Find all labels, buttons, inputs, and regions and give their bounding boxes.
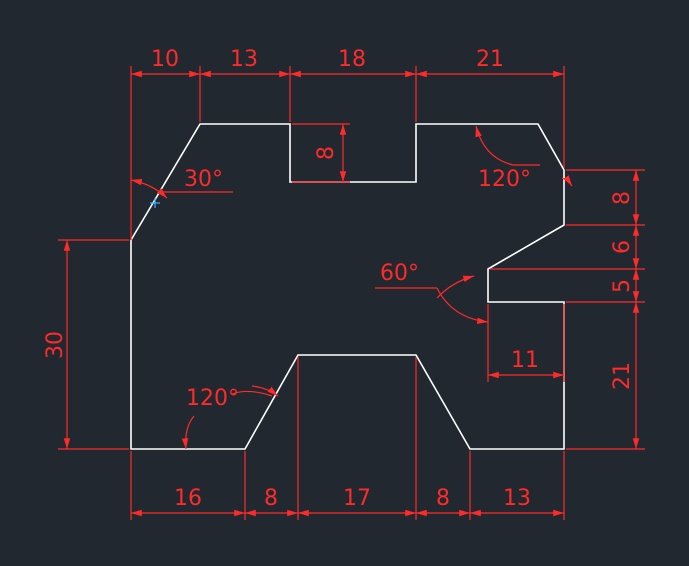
dim-bottom-4: 8 (436, 486, 450, 511)
dim-right-1: 8 (610, 191, 635, 205)
angle-label-120-bottom: 120° (186, 386, 239, 411)
dim-right-3: 5 (610, 279, 635, 293)
dim-inner-notch: 11 (511, 348, 539, 373)
dim-top-4: 21 (476, 47, 504, 72)
angle-arc-120-top-end (561, 175, 573, 187)
angle-label-30: 30° (184, 167, 223, 192)
dim-inner-slot: 8 (314, 146, 339, 160)
dim-top-1: 10 (151, 47, 179, 72)
crosshair-icon (150, 198, 160, 208)
dim-top-2: 13 (230, 47, 258, 72)
dim-bottom-5: 13 (503, 486, 531, 511)
dim-bottom-2: 8 (264, 486, 278, 511)
angle-arc-60 (436, 287, 489, 325)
angle-arc-120-top (475, 125, 514, 166)
dim-top-3: 18 (338, 47, 366, 72)
angle-arc-30 (130, 178, 168, 199)
angle-arc-120-bottom-b (181, 415, 195, 450)
part-outline (130, 123, 565, 450)
dim-right-2: 6 (610, 240, 635, 254)
dim-bottom-1: 16 (174, 486, 202, 511)
angle-arc-120-bottom-c (251, 385, 279, 397)
dim-right-4: 21 (610, 362, 635, 390)
angle-label-60: 60° (380, 261, 419, 286)
angle-arc-60-start (436, 275, 475, 299)
dim-bottom-3: 17 (343, 486, 371, 511)
angle-label-120-top: 120° (478, 167, 531, 192)
dim-left: 30 (43, 331, 68, 359)
